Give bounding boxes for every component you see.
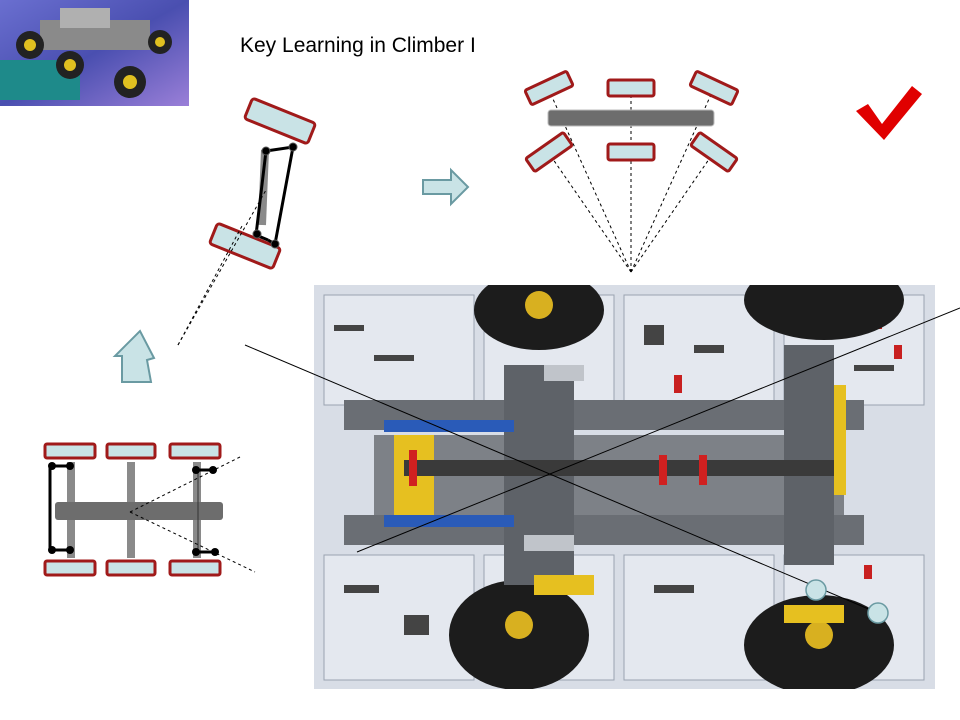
turning-radius-line [129,511,256,573]
four-wheel-steering-diagram [523,70,740,273]
axle-bar [127,462,135,558]
wheel-block [105,442,157,460]
checkmark-icon [856,86,922,140]
wheel-block [689,131,739,173]
wheel-block [168,442,222,460]
steering-linkage [265,145,295,247]
wheel-block [243,97,317,145]
axle-bar [193,462,201,558]
pivot-joint [288,142,298,152]
wheel-block [43,559,97,577]
turning-radius-line [129,456,241,513]
wheel-block [168,559,222,577]
angled-axle-diagram [177,97,317,346]
wheel-block [43,442,97,460]
arrow-up-icon [112,329,156,383]
wheel-block [208,222,282,270]
robot-thumbnail-photo [0,0,189,106]
slide-title: Key Learning in Climber I [240,34,476,57]
six-wheel-layout-diagram [43,442,256,577]
wheel-block [688,70,740,106]
pivot-joint [252,229,262,239]
turning-radius-line [177,225,243,346]
chassis-beam [55,502,223,520]
arrow-right-icon [422,167,470,207]
steering-linkage [254,150,269,242]
lego-chassis-photo [314,285,935,689]
steering-linkage [48,464,215,554]
wheel-block [524,131,574,173]
wheel-block [523,70,575,106]
axle-bar [258,149,269,226]
wheel-block [606,142,656,162]
wheel-block [105,559,157,577]
axle-bar [547,109,715,127]
turning-radius-line [177,189,267,346]
pivot-joint [270,239,280,249]
pivot-joint [261,146,271,156]
axle-bar [67,462,75,558]
wheel-block [606,78,656,98]
